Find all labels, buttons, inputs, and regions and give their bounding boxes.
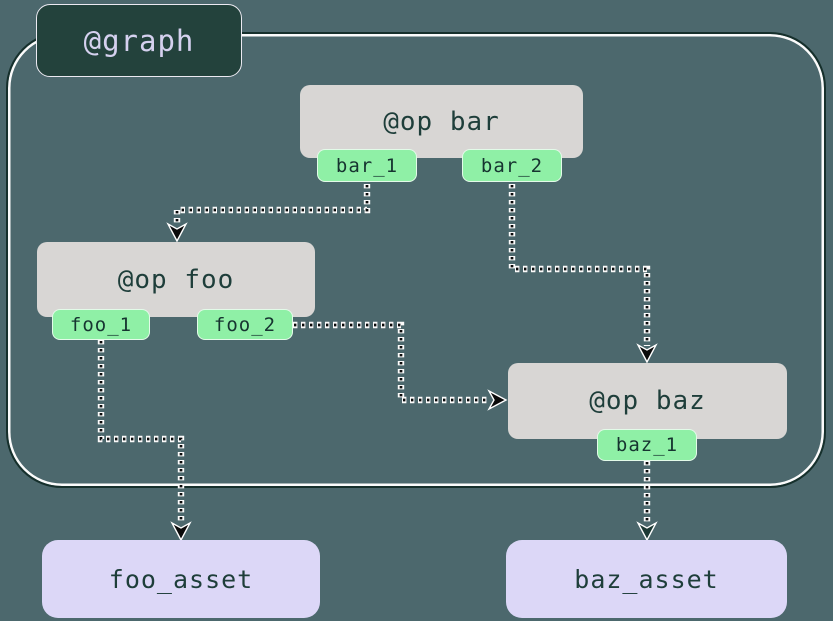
- output-tab-bar-2: bar_2: [462, 149, 562, 182]
- op-foo-node: @op foo: [37, 242, 315, 317]
- arrowhead-into-baz-asset: [636, 521, 658, 542]
- op-bar-node: @op bar: [300, 85, 583, 158]
- asset-foo-label: foo_asset: [108, 564, 254, 594]
- asset-baz: baz_asset: [506, 540, 787, 618]
- output-tab-bar-1: bar_1: [317, 149, 417, 182]
- output-tab-foo-2: foo_2: [197, 309, 293, 340]
- output-tab-bar-2-label: bar_2: [480, 154, 544, 177]
- graph-label: @graph: [36, 4, 242, 77]
- graph-boundary: [6, 32, 826, 488]
- graph-label-text: @graph: [83, 23, 195, 58]
- asset-baz-label: baz_asset: [574, 564, 719, 594]
- output-tab-foo-1-label: foo_1: [69, 313, 133, 336]
- op-bar-title: @op bar: [383, 106, 500, 137]
- arrowhead-into-foo-asset: [170, 521, 192, 542]
- op-baz-title: @op baz: [589, 386, 706, 416]
- output-tab-foo-2-label: foo_2: [213, 313, 277, 336]
- output-tab-foo-1: foo_1: [52, 309, 150, 340]
- output-tab-bar-1-label: bar_1: [335, 154, 399, 177]
- output-tab-baz-1: baz_1: [597, 429, 697, 461]
- output-tab-baz-1-label: baz_1: [615, 434, 679, 456]
- op-foo-title: @op foo: [117, 264, 235, 295]
- asset-foo: foo_asset: [42, 540, 320, 618]
- op-baz-node: @op baz: [508, 363, 787, 439]
